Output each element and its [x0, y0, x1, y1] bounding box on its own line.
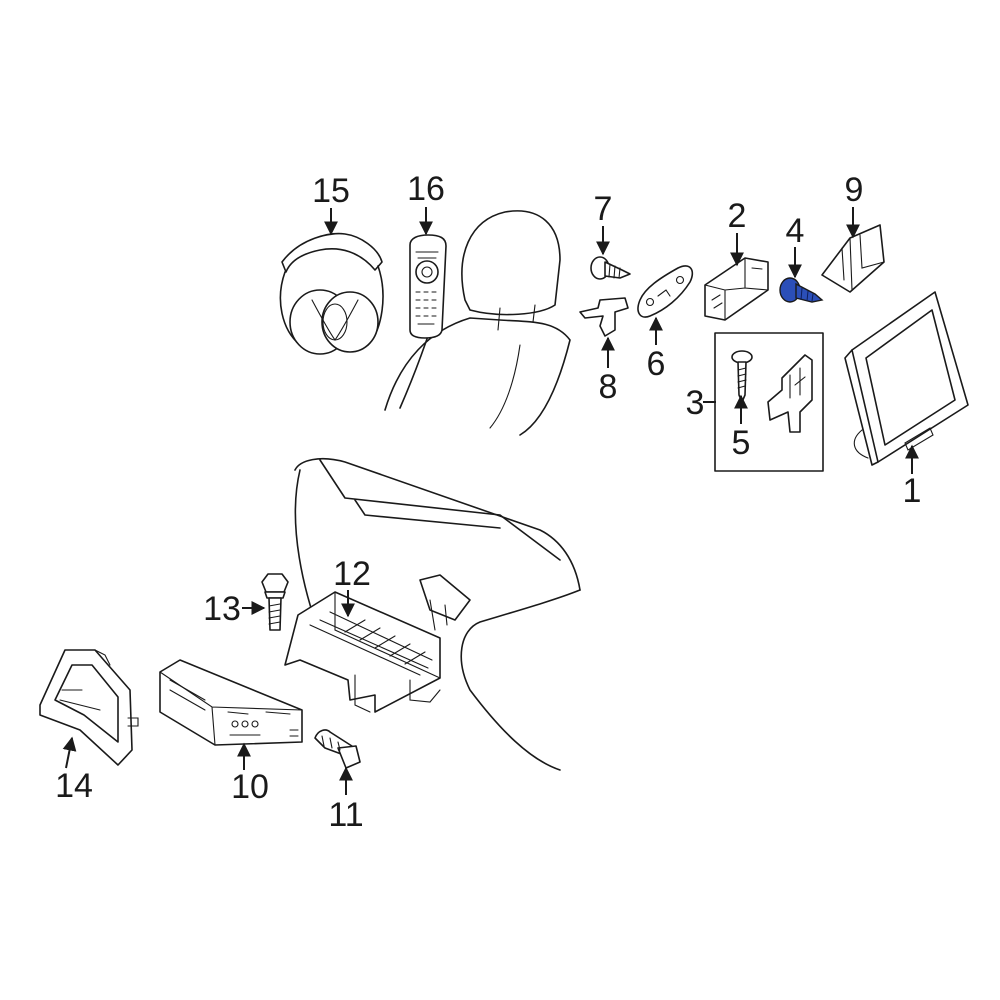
callout-3: 3	[686, 384, 705, 422]
remote-control-icon[interactable]	[409, 234, 447, 339]
callout-10: 10	[231, 768, 269, 806]
highlighted-screw-icon[interactable]	[779, 277, 824, 303]
clip-bracket-icon[interactable]	[579, 297, 629, 337]
mounting-bracket-icon[interactable]	[767, 354, 813, 433]
bracket-plate-icon[interactable]	[637, 265, 694, 318]
mounting-tray-icon[interactable]	[284, 591, 441, 713]
center-console-outline	[294, 458, 581, 771]
callout-2: 2	[728, 197, 747, 235]
hex-bolt-icon[interactable]	[314, 729, 361, 769]
callout-11: 11	[328, 796, 363, 834]
control-module-icon[interactable]	[704, 257, 769, 321]
media-player-icon[interactable]	[159, 659, 303, 746]
callout-14: 14	[55, 767, 93, 805]
callout-9: 9	[845, 171, 864, 209]
callout-5: 5	[732, 424, 751, 462]
trim-cover-icon[interactable]	[821, 224, 885, 293]
callout-15: 15	[312, 172, 350, 210]
seat-backrest-outline	[384, 210, 571, 436]
headphones-icon[interactable]	[279, 232, 384, 355]
monitor-icon[interactable]	[844, 291, 969, 466]
bolt-icon[interactable]	[261, 573, 289, 631]
callout-12: 12	[333, 555, 371, 593]
callout-4: 4	[786, 212, 805, 250]
callout-16: 16	[407, 170, 445, 208]
callout-8: 8	[599, 368, 618, 406]
bracket-screw-icon[interactable]	[731, 350, 753, 403]
callout-1: 1	[903, 472, 922, 510]
callout-6: 6	[647, 345, 666, 383]
trim-bezel-icon[interactable]	[39, 649, 139, 766]
callout-leaders	[62, 207, 919, 795]
callout-13: 13	[203, 590, 241, 628]
callout-7: 7	[594, 190, 613, 228]
screw-icon[interactable]	[590, 256, 631, 280]
callout-labels: 15 16 7 2 4 9 6 8 3 5 1 12 13 14 10 11	[55, 170, 921, 834]
